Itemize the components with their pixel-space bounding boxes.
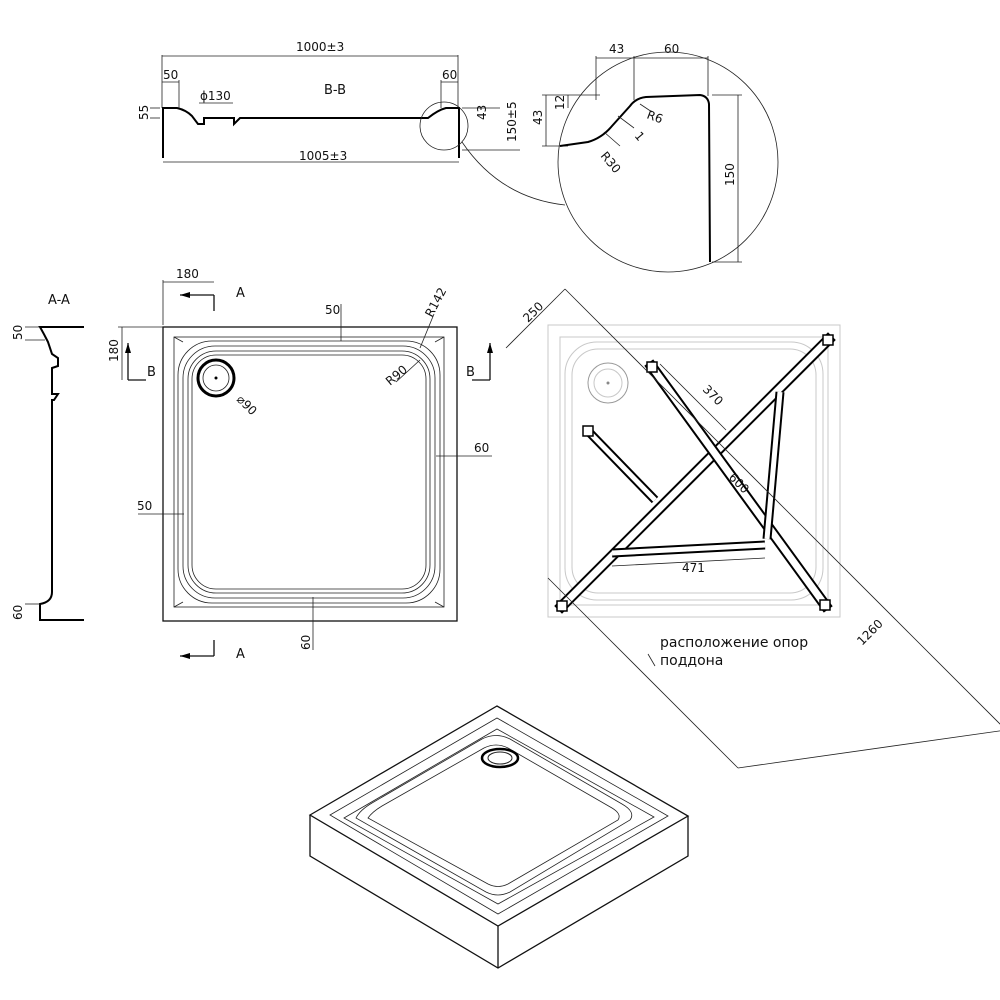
plan-cut-b-right: B — [466, 365, 475, 380]
bb-right-rim: 60 — [442, 68, 457, 82]
bb-height: 150±5 — [505, 101, 519, 142]
bb-right-step: 43 — [475, 105, 489, 120]
supports-note-line1: расположение опор — [660, 635, 808, 651]
plan-cut-a-bottom: A — [236, 647, 245, 662]
detail-top-b: 60 — [664, 42, 679, 56]
plan-drain — [196, 358, 236, 398]
iso-drain — [480, 747, 520, 769]
plan-cut-b-left: B — [147, 365, 156, 380]
dim-1260: 1260 — [854, 617, 885, 648]
detail-height: 150 — [723, 163, 737, 186]
detail-top-a: 43 — [609, 42, 624, 56]
bb-left-height: 55 — [137, 105, 151, 120]
support-frame — [554, 332, 836, 614]
aa-top-dim: 50 — [11, 325, 25, 340]
bb-width-top: 1000±3 — [296, 40, 344, 54]
plan-view: ⌀90 180 A 50 R142 R90 180 B B 50 — [107, 267, 493, 662]
dim-471: 471 — [682, 561, 705, 575]
detail-left-b: 12 — [553, 95, 567, 110]
plan-dim-50-left: 50 — [137, 499, 152, 513]
plan-dim-60-right: 60 — [474, 441, 489, 455]
plan-drain-diam: ⌀90 — [234, 392, 260, 418]
bb-width-bottom: 1005±3 — [299, 149, 347, 163]
supports-note-line2: поддона — [660, 653, 723, 669]
plan-r142: R142 — [422, 285, 449, 319]
bb-title: B-B — [324, 83, 346, 98]
plan-cut-a-top: A — [236, 286, 245, 301]
plan-dim-50-top: 50 — [325, 303, 340, 317]
plan-dim-180-left: 180 — [107, 339, 121, 362]
aa-title: A-A — [48, 293, 70, 308]
detail-view: 43 60 43 12 150 R6 R30 1 — [531, 42, 779, 273]
section-aa: A-A 50 60 — [11, 293, 84, 621]
plan-dim-60-bottom: 60 — [299, 635, 313, 650]
dim-250: 250 — [520, 299, 546, 325]
detail-r6: R6 — [645, 108, 665, 127]
bb-left-rim: 50 — [163, 68, 178, 82]
detail-one: 1 — [632, 129, 648, 144]
detail-r30: R30 — [598, 149, 624, 176]
detail-left-a: 43 — [531, 110, 545, 125]
dim-370: 370 — [700, 382, 726, 408]
isometric-view — [308, 705, 690, 969]
section-bb: 1000±3 50 60 ϕ130 B-B 55 1005±3 43 150±5 — [137, 40, 566, 206]
plan-dim-180-top: 180 — [176, 267, 199, 281]
plan-r90: R90 — [383, 362, 410, 388]
aa-bottom-dim: 60 — [11, 605, 25, 620]
bb-drain: ϕ130 — [200, 89, 231, 103]
supports-view: 250 1260 370 600 471 расположение опор п… — [505, 288, 1000, 769]
